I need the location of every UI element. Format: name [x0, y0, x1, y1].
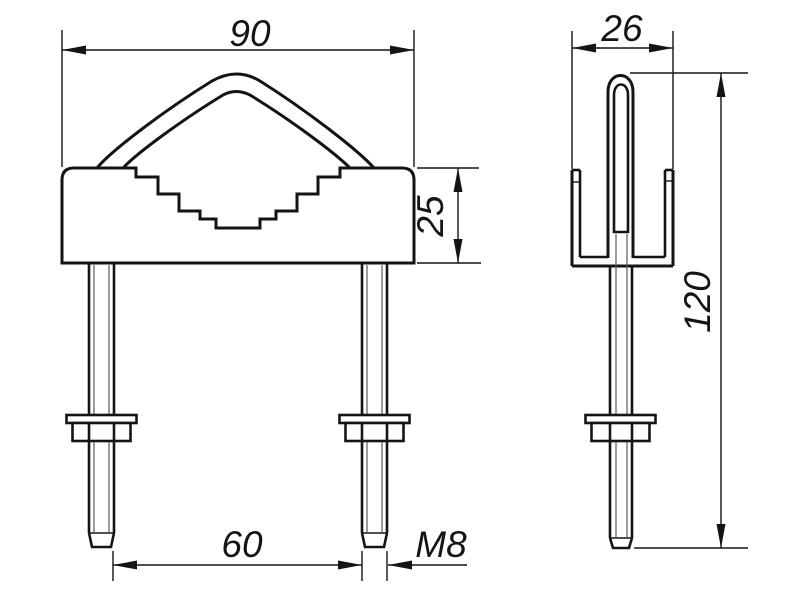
u-bolt-loop-outer	[95, 72, 376, 169]
arrowhead-right	[649, 43, 673, 53]
dim-jaw-height-25: 25	[410, 167, 481, 264]
hex-nut	[344, 421, 405, 443]
u-bolt-loop	[95, 72, 376, 170]
dim-25-label: 25	[410, 195, 451, 238]
arrowhead-left	[62, 45, 86, 55]
dim-90-label: 90	[229, 13, 271, 54]
u-bolt-side-slot	[612, 83, 630, 234]
arrowhead-left	[572, 43, 596, 53]
bolt-tip	[608, 537, 634, 550]
arrowhead-down	[453, 239, 463, 263]
bolt-tip	[87, 532, 116, 549]
hex-nut	[71, 421, 132, 443]
dim-bolt-spacing-60: 60	[112, 524, 388, 581]
arrowhead-right	[390, 45, 414, 55]
arrowhead-down	[716, 524, 726, 548]
u-bolt-side	[584, 74, 657, 550]
dim-26-label: 26	[600, 8, 643, 49]
arrowhead-right	[338, 560, 362, 570]
arrowhead-left	[113, 560, 137, 570]
bolt-tip	[360, 532, 389, 549]
hex-nut	[590, 421, 651, 443]
channel-bracket	[570, 168, 675, 268]
right-bolt	[338, 263, 411, 549]
dim-height-120: 120	[630, 72, 748, 549]
arrowhead-left	[388, 560, 412, 570]
u-bolt-loop-inner	[121, 90, 352, 170]
dim-width-90: 90	[61, 13, 415, 167]
left-bolt	[65, 263, 138, 549]
arrowhead-up	[453, 168, 463, 192]
dim-60-label: 60	[221, 524, 263, 565]
u-bolt-side-outer	[606, 74, 635, 258]
front-view: 90 25 60 M8	[60, 13, 481, 581]
arrowhead-up	[716, 73, 726, 97]
side-view: 26 120	[570, 8, 748, 550]
dim-120-label: 120	[677, 271, 718, 333]
thread-m8-label: M8	[415, 524, 467, 565]
dim-depth-26: 26	[571, 8, 674, 169]
clamp-body-serrated	[60, 166, 416, 265]
thread-callout-m8: M8	[388, 524, 467, 570]
